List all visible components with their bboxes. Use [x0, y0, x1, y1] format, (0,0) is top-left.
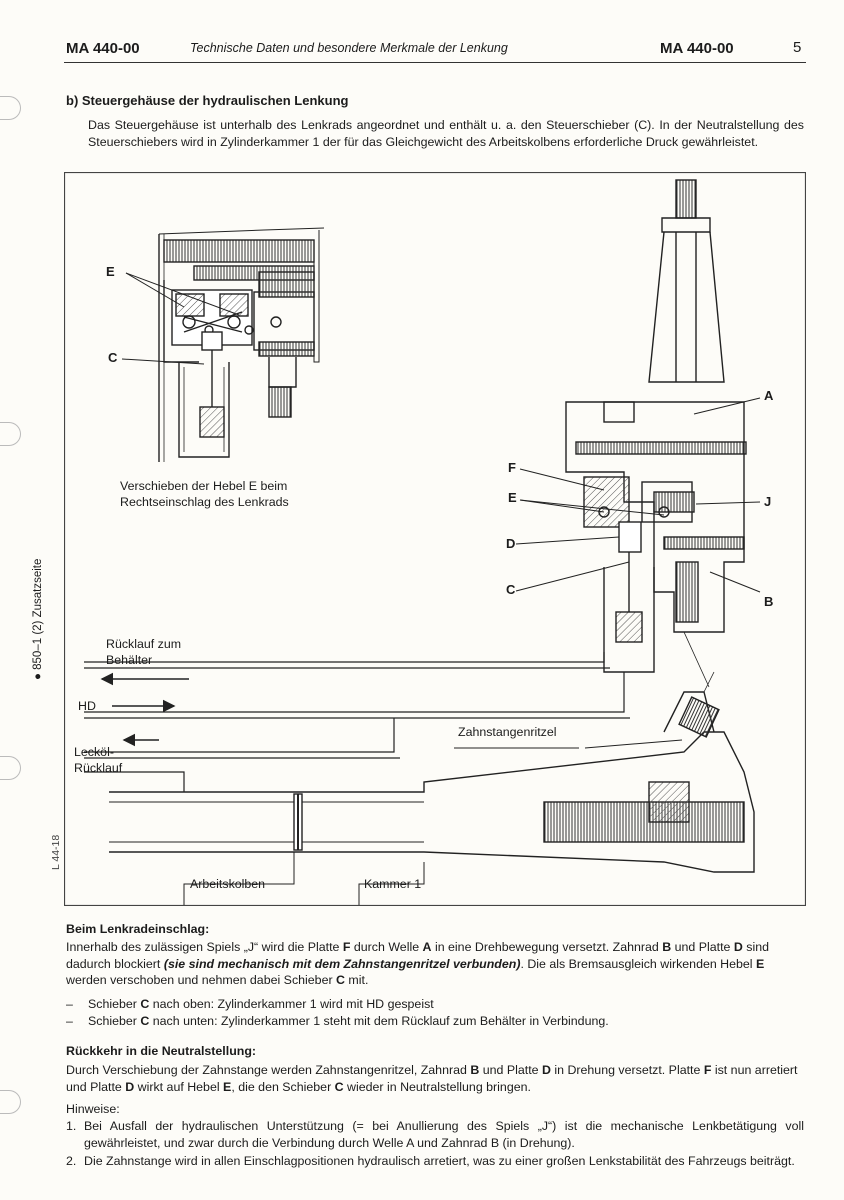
rueckkehr-paragraph: Durch Verschiebung der Zahnstange werden…: [66, 1063, 798, 1094]
inset-caption: Verschieben der Hebel E beim Rechtseinsc…: [120, 479, 289, 509]
hinweis-1-text: Bei Ausfall der hydraulischen Unterstütz…: [84, 1119, 804, 1150]
binder-hole-1: [0, 96, 21, 120]
steering-diagram: E C Verschieben der Hebel E beim Rechtse…: [64, 172, 806, 906]
page-number: 5: [793, 39, 802, 56]
label-leckoel: Lecköl-Rücklauf: [74, 745, 123, 775]
binder-hole-2: [0, 422, 21, 446]
inset-detail: [158, 227, 325, 462]
header-code-right: MA 440-00: [660, 40, 734, 57]
label-e-inset: E: [106, 264, 115, 279]
hinweise-heading: Hinweise:: [66, 1102, 120, 1116]
header-title: Technische Daten und besondere Merkmale …: [190, 41, 508, 55]
label-c: C: [506, 582, 516, 597]
label-arbeitskolben: Arbeitskolben: [190, 877, 266, 891]
hinweis-1-number: 1.: [66, 1119, 77, 1133]
lenkradeinschlag-heading: Beim Lenkradeinschlag:: [66, 922, 210, 936]
list-item: –Schieber C nach oben: Zylinderkammer 1 …: [66, 997, 434, 1011]
diagram-drawing: [64, 172, 806, 906]
section-intro: Das Steuergehäuse ist unterhalb des Lenk…: [88, 118, 804, 149]
header-rule: [64, 62, 806, 63]
side-code: L 44-18: [50, 834, 62, 870]
binder-hole-4: [0, 1090, 21, 1114]
label-zahnstangenritzel: Zahnstangenritzel: [458, 725, 557, 739]
steering-column: [565, 179, 747, 673]
header-code-left: MA 440-00: [66, 40, 140, 57]
label-d: D: [506, 536, 516, 551]
list-item: –Schieber C nach unten: Zylinderkammer 1…: [66, 1014, 609, 1028]
label-f: F: [508, 460, 516, 475]
label-e: E: [508, 490, 517, 505]
label-ruecklauf: Rücklauf zum Behälter: [106, 637, 182, 667]
hydraulic-lines: [84, 652, 630, 792]
label-hd: HD: [78, 699, 96, 713]
hinweis-2-text: Die Zahnstange wird in allen Einschlagpo…: [84, 1154, 795, 1168]
label-j: J: [764, 494, 772, 509]
rack-cylinder: [109, 631, 755, 873]
label-a: A: [764, 388, 774, 403]
lenkradeinschlag-paragraph: Innerhalb des zulässigen Spiels „J“ wird…: [66, 940, 770, 987]
label-c-inset: C: [108, 350, 118, 365]
hinweis-2-number: 2.: [66, 1154, 77, 1168]
binder-hole-3: [0, 756, 21, 780]
label-b: B: [764, 594, 774, 609]
rueckkehr-heading: Rückkehr in die Neutralstellung:: [66, 1044, 257, 1058]
section-heading: b) Steuergehäuse der hydraulischen Lenku…: [66, 93, 349, 108]
label-kammer: Kammer 1: [364, 877, 422, 891]
side-note: ● 850–1 (2) Zusatzseite: [32, 558, 44, 680]
